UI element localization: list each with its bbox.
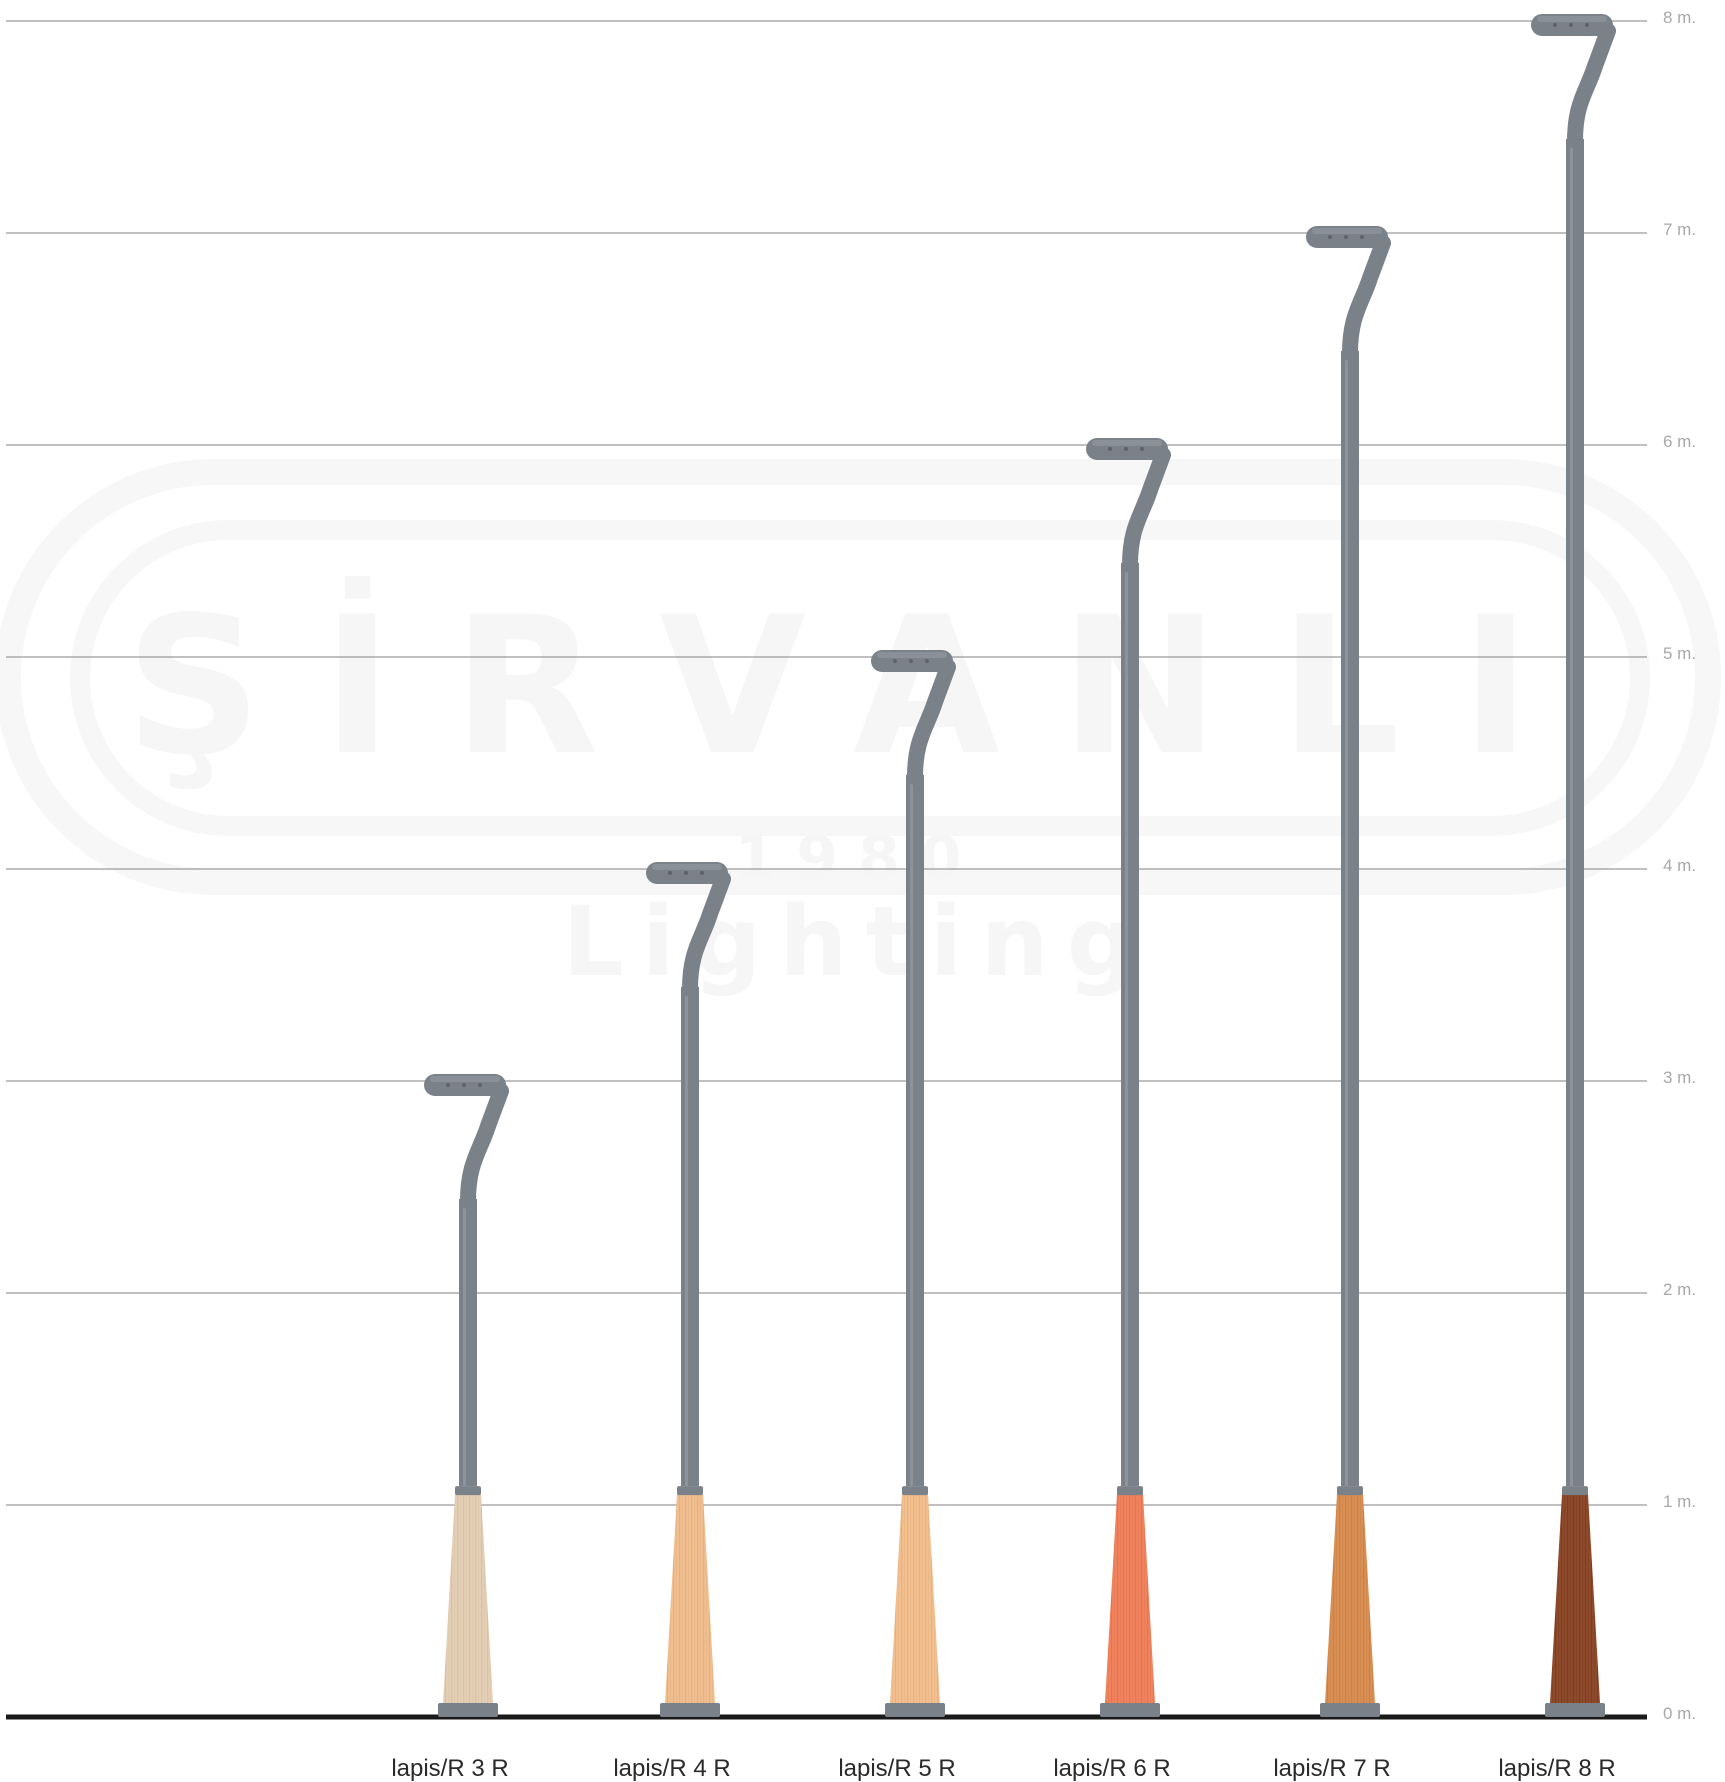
luminaire-highlight	[1092, 440, 1162, 446]
luminaire-dot-2	[684, 871, 688, 875]
luminaire-dot-2	[909, 659, 913, 663]
pole-shaft-highlight	[1125, 563, 1128, 1487]
pole-shaft	[459, 1199, 477, 1487]
luminaire-dot-2	[1344, 235, 1348, 239]
luminaire-dot-2	[1124, 447, 1128, 451]
base-foot-plate	[1100, 1703, 1160, 1717]
pole-arm	[1122, 447, 1171, 573]
scale-label-0m: 0 m.	[1663, 1704, 1696, 1723]
scale-label-1m: 1 m.	[1663, 1492, 1696, 1511]
pole-labels: lapis/R 3 R lapis/R 4 R lapis/R 5 R lapis/R…	[391, 1755, 1615, 1782]
luminaire-dot-1	[1108, 447, 1112, 451]
pole-shaft	[1566, 139, 1584, 1487]
pole-label-4m: lapis/R 4 R	[613, 1755, 730, 1782]
pole-shaft	[681, 987, 699, 1487]
pole-shaft-highlight	[910, 775, 913, 1487]
base-foot-plate	[885, 1703, 945, 1717]
luminaire-highlight	[1312, 228, 1382, 234]
luminaire-dot-3	[700, 871, 704, 875]
pole-3m	[424, 1074, 509, 1717]
wooden-base	[443, 1494, 493, 1703]
luminaire-highlight	[1537, 16, 1607, 22]
scale-label-6m: 6 m.	[1663, 432, 1696, 451]
pole-collar	[1562, 1486, 1588, 1496]
watermark-inner-ring	[70, 520, 1650, 836]
pole-arm	[1342, 235, 1391, 361]
pole-arm	[460, 1083, 509, 1209]
base-foot-plate	[1320, 1703, 1380, 1717]
base-foot-plate	[438, 1703, 498, 1717]
base-foot-plate	[660, 1703, 720, 1717]
wooden-base	[1105, 1494, 1155, 1703]
pole-collar	[455, 1486, 481, 1496]
scale-label-8m: 8 m.	[1663, 8, 1696, 27]
pole-label-3m: lapis/R 3 R	[391, 1755, 508, 1782]
pole-7m	[1306, 226, 1391, 1717]
pole-label-7m: lapis/R 7 R	[1273, 1755, 1390, 1782]
poles-group	[424, 14, 1616, 1717]
pole-arm	[682, 871, 731, 997]
luminaire-dot-1	[1553, 23, 1557, 27]
watermark-brand: ŞİRVANLI	[125, 575, 1591, 797]
pole-label-8m: lapis/R 8 R	[1498, 1755, 1615, 1782]
wooden-base	[1550, 1494, 1600, 1703]
pole-arm	[1567, 23, 1616, 149]
scale-label-3m: 3 m.	[1663, 1068, 1696, 1087]
luminaire-dot-3	[1360, 235, 1364, 239]
watermark-outer-ring	[0, 459, 1721, 895]
luminaire-highlight	[652, 864, 722, 870]
pole-5m	[871, 650, 956, 1717]
pole-shaft-highlight	[1345, 351, 1348, 1487]
pole-shaft	[1341, 351, 1359, 1487]
base-foot-plate	[1545, 1703, 1605, 1717]
pole-shaft-highlight	[463, 1199, 466, 1487]
height-grid: 0 m. 1 m. 2 m. 3 m. 4 m. 5 m. 6 m. 7 m. 8 m.	[6, 8, 1696, 1723]
luminaire-dot-2	[462, 1083, 466, 1087]
pole-collar	[1337, 1486, 1363, 1496]
luminaire-highlight	[877, 652, 947, 658]
luminaire-dot-1	[668, 871, 672, 875]
pole-collar	[902, 1486, 928, 1496]
luminaire-dot-1	[893, 659, 897, 663]
luminaire-dot-3	[1585, 23, 1589, 27]
pole-label-6m: lapis/R 6 R	[1053, 1755, 1170, 1782]
luminaire-dot-3	[925, 659, 929, 663]
pole-8m	[1531, 14, 1616, 1717]
scale-label-2m: 2 m.	[1663, 1280, 1696, 1299]
luminaire-dot-1	[446, 1083, 450, 1087]
watermark-sub: Lighting	[563, 886, 1154, 998]
brand-watermark: ŞİRVANLI 1980 Lighting	[0, 459, 1721, 998]
pole-shaft	[1121, 563, 1139, 1487]
wooden-base	[665, 1494, 715, 1703]
luminaire-dot-3	[1140, 447, 1144, 451]
wooden-base	[890, 1494, 940, 1703]
pole-shaft-highlight	[685, 987, 688, 1487]
watermark-year: 1980	[735, 823, 982, 893]
pole-shaft-highlight	[1570, 139, 1573, 1487]
luminaire-dot-2	[1569, 23, 1573, 27]
scale-label-5m: 5 m.	[1663, 644, 1696, 663]
wooden-base	[1325, 1494, 1375, 1703]
pole-shaft	[906, 775, 924, 1487]
scale-label-7m: 7 m.	[1663, 220, 1696, 239]
pole-label-5m: lapis/R 5 R	[838, 1755, 955, 1782]
pole-collar	[1117, 1486, 1143, 1496]
scale-label-4m: 4 m.	[1663, 856, 1696, 875]
luminaire-dot-1	[1328, 235, 1332, 239]
pole-6m	[1086, 438, 1171, 1717]
luminaire-highlight	[430, 1076, 500, 1082]
pole-arm	[907, 659, 956, 785]
luminaire-dot-3	[478, 1083, 482, 1087]
pole-4m	[646, 862, 731, 1717]
pole-collar	[677, 1486, 703, 1496]
